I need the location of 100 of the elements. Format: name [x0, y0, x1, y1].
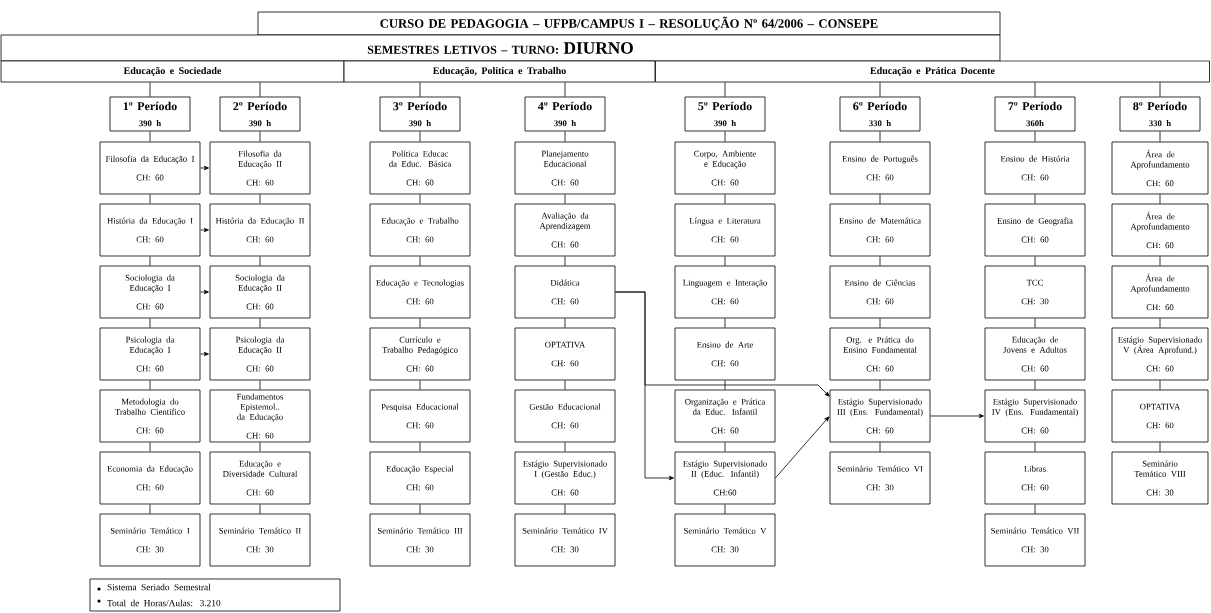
connector-line — [564, 318, 566, 328]
course-box: Educação e Trabalho CH: 60 — [369, 203, 471, 257]
area-box: Educação e Prática Docente — [655, 60, 1210, 83]
course-box: Corpo, Ambiente e Educação CH: 60 — [674, 141, 776, 195]
arrow — [200, 289, 209, 295]
connector-line — [1159, 256, 1161, 266]
connector-line — [1034, 442, 1036, 452]
notes-box: Sistema Seriado Semestral Total de Horas/Aulas: 3.210 — [89, 578, 341, 612]
connector-line — [1034, 256, 1036, 266]
connector-line — [259, 194, 261, 204]
connector-line — [724, 504, 726, 514]
course-box: Estágio Supervisionado III (Ens. Fundamental) CH: 60 — [829, 389, 931, 443]
connector-line — [149, 131, 151, 142]
connector-line — [564, 131, 566, 142]
course-box: Currículo e Trabalho Pedagógico CH: 60 — [369, 327, 471, 381]
connector-line — [149, 318, 151, 328]
connector-line — [879, 442, 881, 452]
connector-line — [419, 256, 421, 266]
connector-line — [259, 442, 261, 452]
course-box: Ensino de Arte CH: 60 — [674, 327, 776, 381]
connector-line — [564, 380, 566, 390]
connector-line — [149, 380, 151, 390]
connector-line — [259, 131, 261, 142]
connector-line — [724, 131, 726, 142]
course-box: Org. e Prática do Ensino Fundamental CH: 60 — [829, 327, 931, 381]
arrow — [615, 291, 830, 397]
node-label: Educação e Prática Docente — [870, 66, 995, 76]
arrow — [200, 227, 209, 233]
connector-line — [259, 256, 261, 266]
course-box: Ensino de Ciências CH: 60 — [829, 265, 931, 319]
course-box: Sociologia da Educação I CH: 60 — [99, 265, 201, 319]
connector-line — [1159, 82, 1161, 97]
course-box: Organização e Prática da Educ. Infantil CH: 60 — [674, 389, 776, 443]
connector-line — [724, 82, 726, 97]
connector-line — [1034, 194, 1036, 204]
course-box: Seminário Temático II CH: 30 — [209, 513, 311, 567]
connector-line — [419, 194, 421, 204]
connector-line — [419, 318, 421, 328]
period-box: 7º Período 360h — [994, 96, 1076, 132]
course-box: Fundamentos Epistemol.. da Educação CH: 60 — [209, 389, 311, 443]
connector-line — [564, 504, 566, 514]
period-box: 5º Período 390 h — [684, 96, 766, 132]
course-box: Seminário Temático VIII CH: 30 — [1111, 451, 1209, 505]
connector-line — [149, 256, 151, 266]
connector-line — [879, 318, 881, 328]
connector-line — [1034, 131, 1036, 142]
course-box: Psicologia da Educação I CH: 60 — [99, 327, 201, 381]
course-box: Estágio Supervisionado I (Gestão Educ.) CH: 60 — [514, 451, 616, 505]
course-box: Estágio Supervisionado V (Área Aprofund.) CH: 60 — [1111, 327, 1209, 381]
course-box: Área de Aprofundamento CH: 60 — [1111, 203, 1209, 257]
connector-line — [259, 504, 261, 514]
connector-line — [419, 82, 421, 97]
course-box: TCC CH: 30 — [984, 265, 1086, 319]
arrow — [930, 413, 984, 419]
course-box: Educação de Jovens e Adultos CH: 60 — [984, 327, 1086, 381]
connector-line — [724, 442, 726, 452]
connector-line — [1034, 380, 1036, 390]
connector-line — [149, 194, 151, 204]
connector-line — [259, 318, 261, 328]
course-box: Filosofia da Educação I CH: 60 — [99, 141, 201, 195]
course-box: Educação e Diversidade Cultural CH: 60 — [209, 451, 311, 505]
course-box: Ensino de Matemática CH: 60 — [829, 203, 931, 257]
period-box: 3º Período 390 h — [379, 96, 461, 132]
course-box: Seminário Temático VII CH: 30 — [984, 513, 1086, 567]
course-box: Seminário Temático I CH: 30 — [99, 513, 201, 567]
connector-line — [419, 131, 421, 142]
connector-line — [879, 380, 881, 390]
period-box: 8º Período 330 h — [1119, 96, 1201, 132]
course-box: Área de Aprofundamento CH: 60 — [1111, 141, 1209, 195]
connector-line — [564, 256, 566, 266]
period-box: 1º Período 390 h — [109, 96, 191, 132]
course-box: Gestão Educacional CH: 60 — [514, 389, 616, 443]
connector-line — [879, 194, 881, 204]
connector-line — [1159, 318, 1161, 328]
connector-line — [724, 194, 726, 204]
connector-line — [259, 380, 261, 390]
course-box: Língua e Literatura CH: 60 — [674, 203, 776, 257]
arrow — [775, 416, 830, 479]
course-box: Pesquisa Educacional CH: 60 — [369, 389, 471, 443]
area-box: Educação e Sociedade — [0, 60, 345, 83]
period-box: 4º Período 390 h — [524, 96, 606, 132]
course-box: Psicologia da Educação II CH: 60 — [209, 327, 311, 381]
course-box: Libras CH: 60 — [984, 451, 1086, 505]
arrow — [200, 351, 209, 357]
connector-line — [1159, 131, 1161, 142]
course-box: Linguagem e Interação CH: 60 — [674, 265, 776, 319]
course-box: Metodologia do Trabalho Científico CH: 60 — [99, 389, 201, 443]
connector-line — [879, 256, 881, 266]
connector-line — [564, 194, 566, 204]
course-box: Educação e Tecnologias CH: 60 — [369, 265, 471, 319]
course-box: Estágio Supervisionado II (Educ. Infantil) CH:60 — [674, 451, 776, 505]
title-box: CURSO DE PEDAGOGIA – UFPB/CAMPUS I – RESOLUÇÃO Nº 64/2006 – CONSEPE — [257, 11, 1001, 36]
course-box: Economia da Educação CH: 60 — [99, 451, 201, 505]
connector-line — [419, 504, 421, 514]
connector-line — [879, 131, 881, 142]
connector-line — [564, 82, 566, 97]
arrow — [200, 165, 209, 171]
connector-line — [724, 256, 726, 266]
course-box: Ensino de Geografia CH: 60 — [984, 203, 1086, 257]
connector-line — [1034, 504, 1036, 514]
